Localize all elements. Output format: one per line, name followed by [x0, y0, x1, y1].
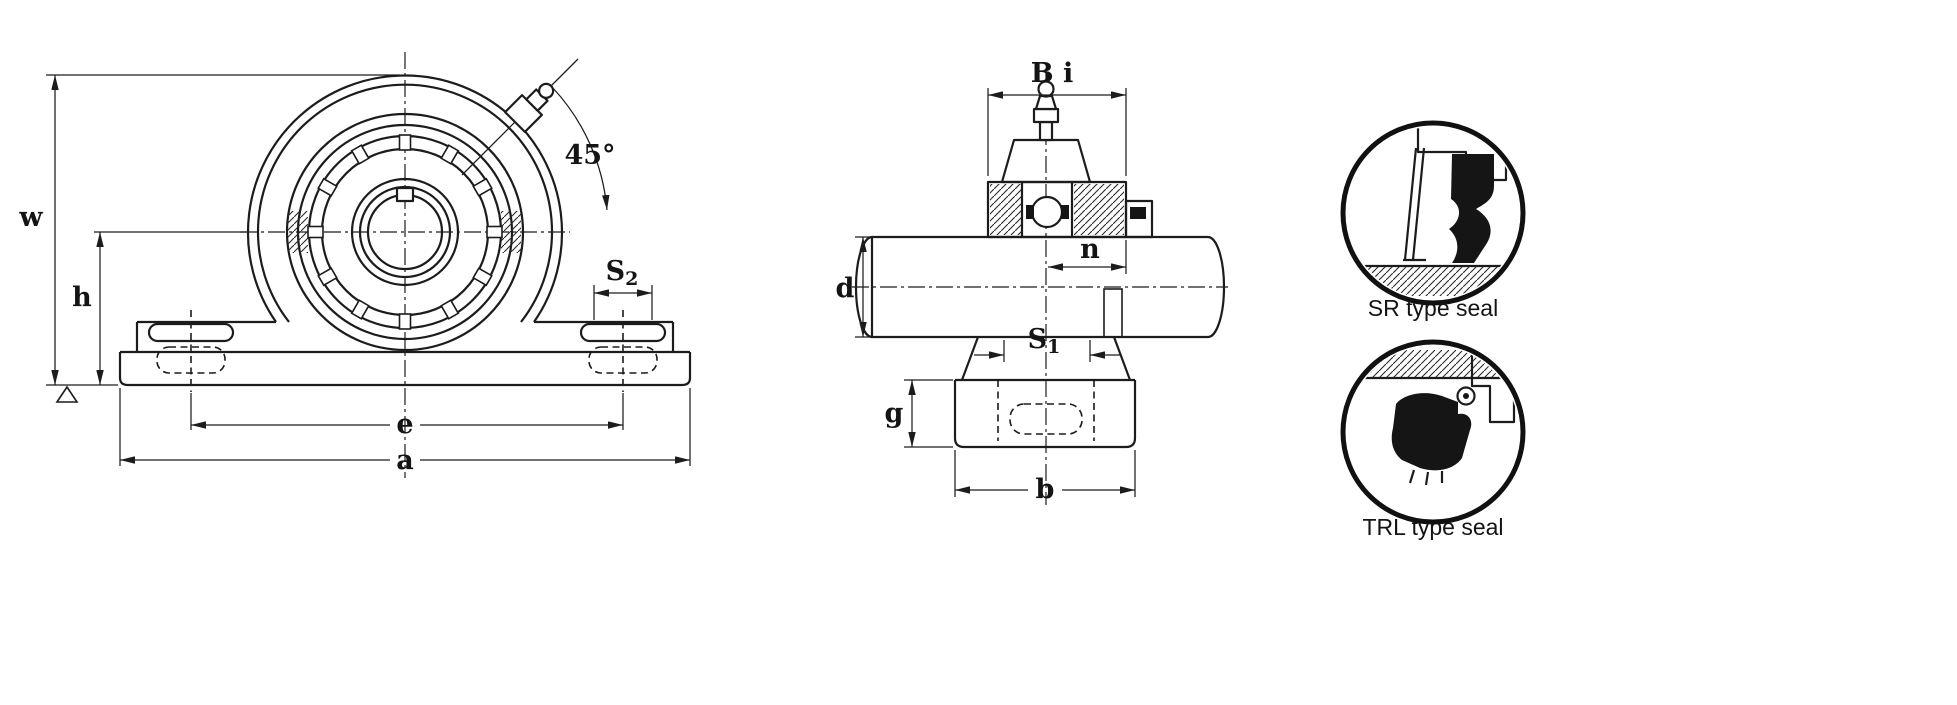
grease-boss [1000, 138, 1092, 184]
seal-detail-trl: TRL type seal [1340, 339, 1526, 540]
ball-element [1030, 195, 1064, 229]
front-dimensions: w h e a S2 [18, 74, 691, 476]
dim-label-s2: S2 [606, 256, 639, 290]
dim-label-n: n [1080, 234, 1100, 265]
housing-base [118, 320, 692, 387]
side-dimensions: B i n d S1 g [836, 58, 1136, 505]
housing-dome [246, 74, 564, 323]
seal-caption-sr: SR type seal [1368, 295, 1498, 321]
datum-triangle [55, 385, 79, 403]
base-section [953, 336, 1137, 449]
locking-collar [1124, 199, 1154, 239]
seal-lip-profile [1391, 393, 1472, 471]
dim-label-g: g [885, 398, 904, 429]
seal-detail-sr: SR type seal [1340, 120, 1526, 321]
grease-nipple-side [1032, 80, 1060, 142]
dim-label-45deg: 45° [564, 140, 615, 171]
setscrew-lug [1103, 288, 1123, 338]
dim-label-a: a [396, 445, 414, 476]
seal-caption-trl: TRL type seal [1362, 514, 1503, 540]
dim-label-b: b [1036, 474, 1055, 505]
dim-label-d: d [836, 273, 855, 304]
seal-detail-circle [1340, 339, 1526, 525]
side-view: B i n d S1 g [836, 58, 1228, 505]
dim-label-bi: B i [1031, 58, 1073, 89]
bearing-section [986, 80, 1154, 338]
dim-label-h: h [72, 282, 92, 313]
grease-fitting-front [461, 58, 579, 176]
seal-dust-lips [1408, 469, 1444, 486]
front-view: w h e a S2 [18, 52, 692, 478]
bolt-slots [147, 310, 667, 392]
seal-hatch-left [288, 211, 308, 253]
seal-hatch-right [501, 211, 521, 253]
dim-label-e: e [396, 409, 413, 440]
dim-label-s1: S1 [1028, 324, 1061, 358]
seal-slinger [1403, 147, 1426, 262]
seal-detail-circle [1340, 120, 1526, 306]
seal-lip-profile [1449, 154, 1494, 263]
lockwasher-tabs [307, 134, 503, 330]
keyway-notch [395, 186, 415, 203]
dim-label-w: w [18, 202, 43, 233]
side-centerlines [852, 72, 1228, 505]
